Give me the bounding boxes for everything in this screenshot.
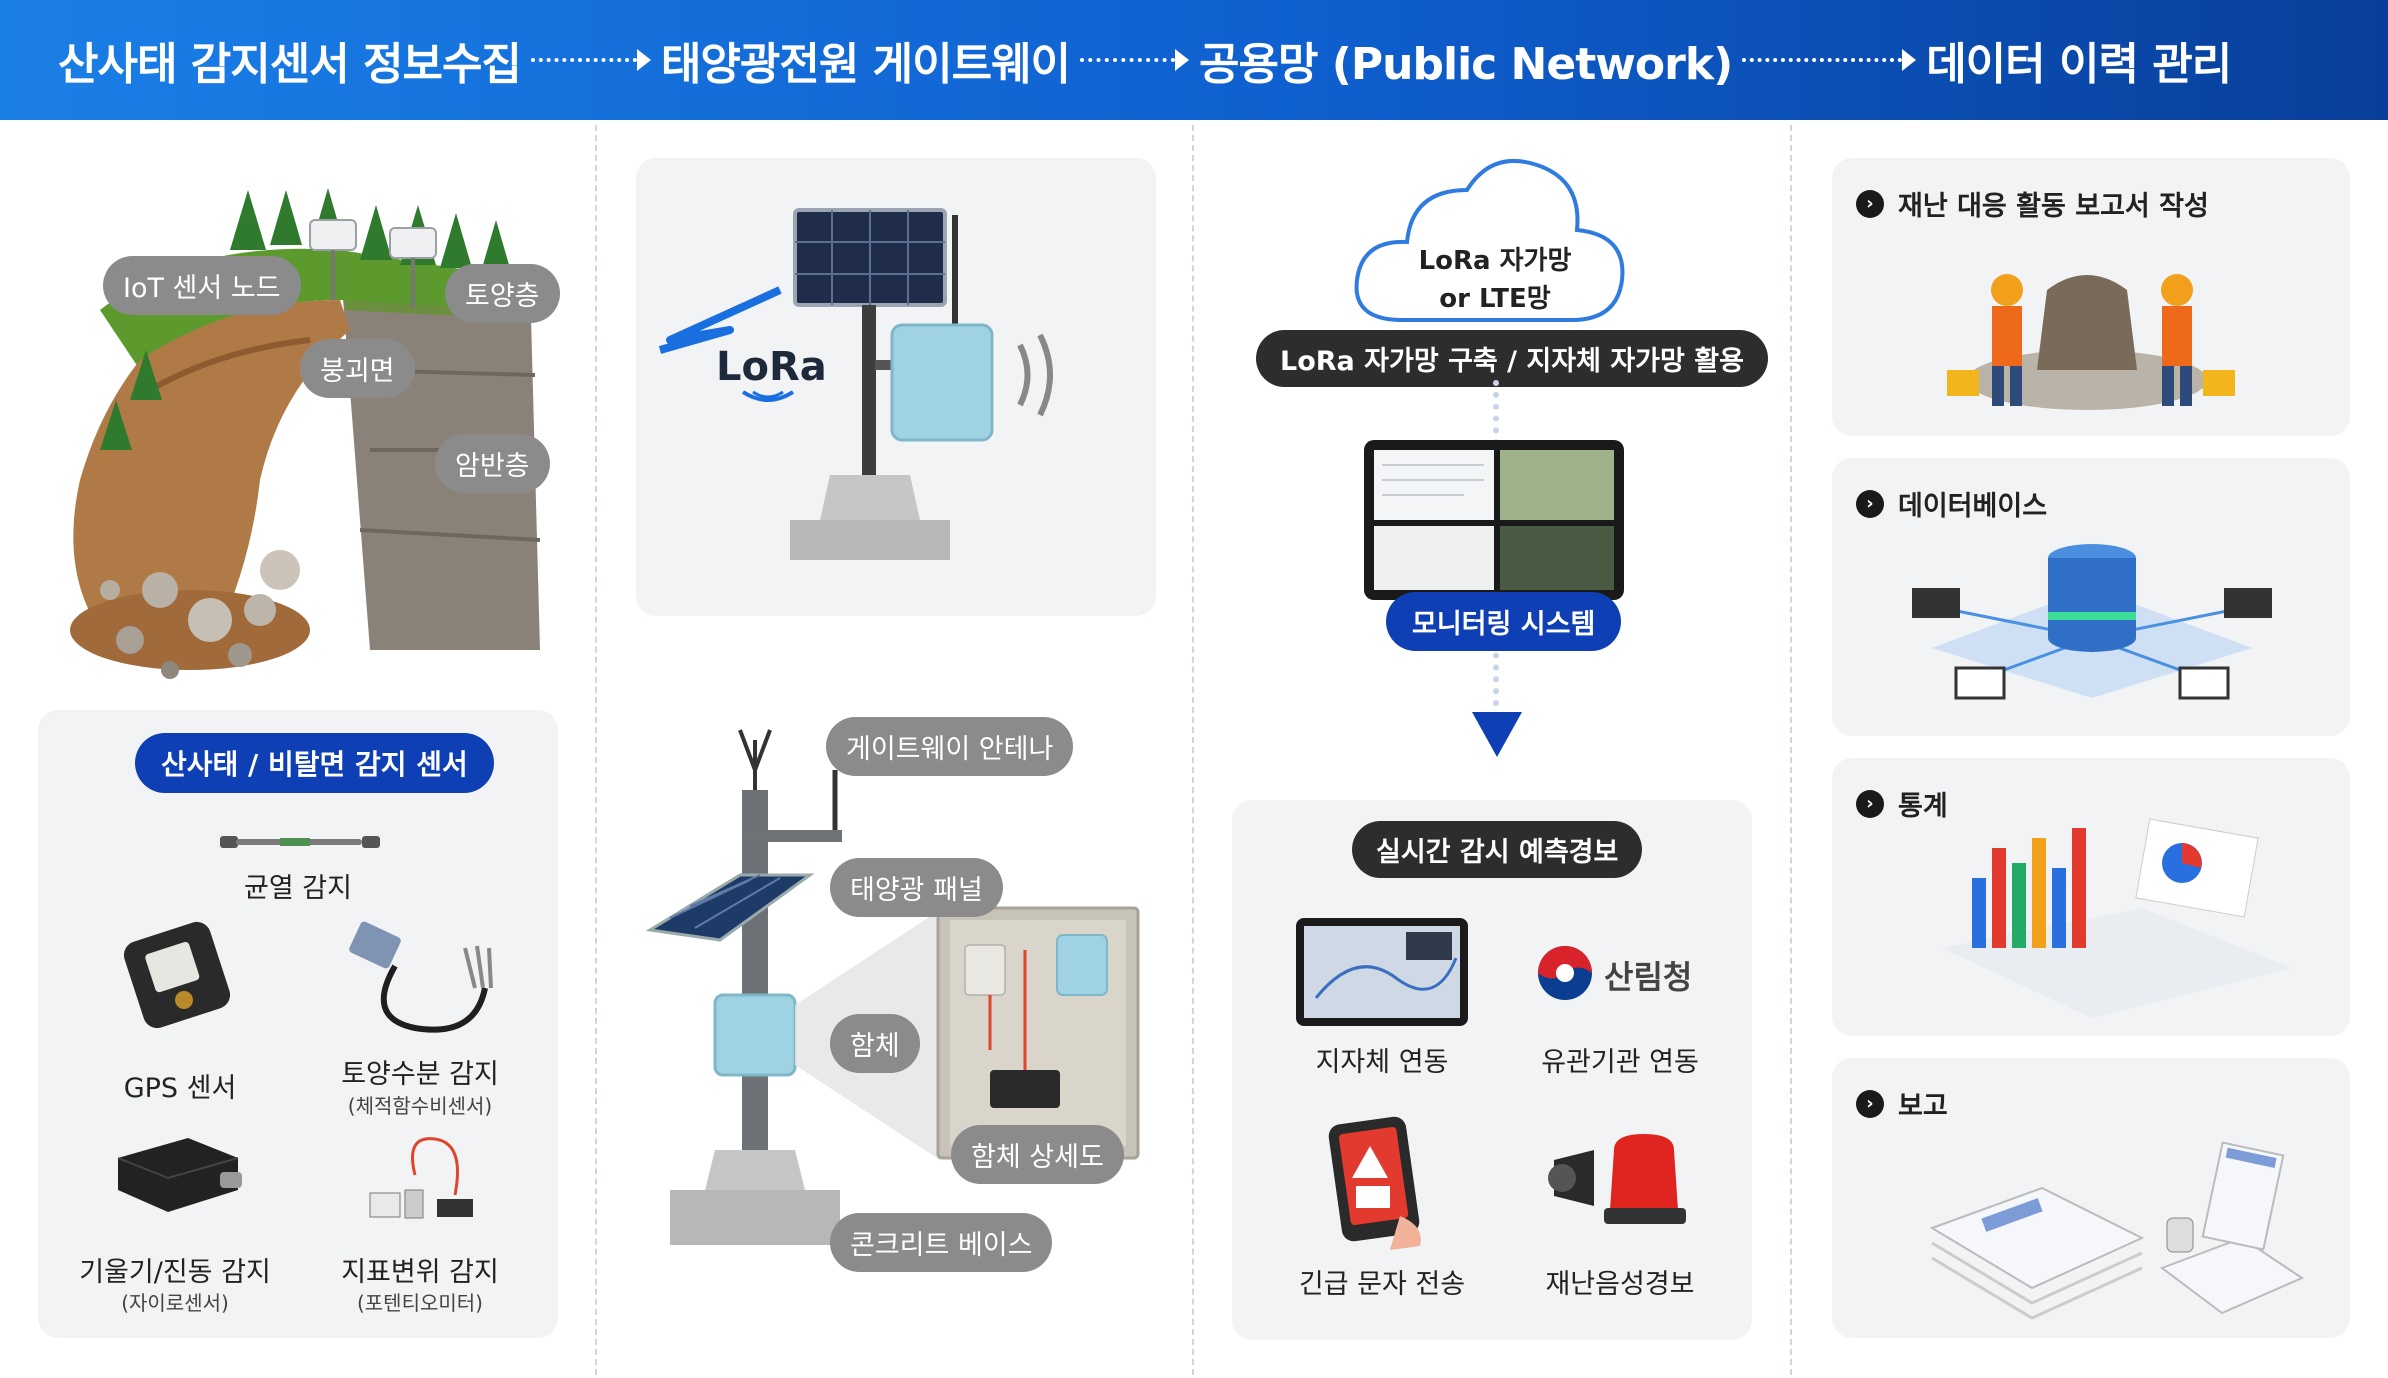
card-database: › 데이터베이스 xyxy=(1832,458,2350,736)
label-concrete-base: 콘크리트 베이스 xyxy=(830,1213,1053,1272)
monitoring-system-label: 모니터링 시스템 xyxy=(1386,592,1622,651)
chevron-right-icon: › xyxy=(1856,189,1884,218)
card-title: 재난 대응 활동 보고서 작성 xyxy=(1898,191,2209,222)
local-government-screen-icon xyxy=(1296,918,1468,1026)
chevron-right-icon: › xyxy=(1856,489,1884,518)
card-title: 통계 xyxy=(1898,791,1948,822)
label-tilt-sub: (자이로센서) xyxy=(121,1291,229,1315)
sensor-panel-title: 산사태 / 비탈면 감지 센서 xyxy=(135,733,494,793)
monitoring-screen-icon xyxy=(1364,440,1624,600)
label-soil-moisture-sensor: 토양수분 감지 xyxy=(341,1059,499,1090)
label-gps-sensor: GPS 센서 xyxy=(123,1073,237,1104)
label-enclosure-detail: 함체 상세도 xyxy=(951,1125,1124,1184)
step-solar-gateway: 태양광전원 게이트웨이 xyxy=(660,39,1071,90)
cloud-icon xyxy=(1354,158,1625,322)
korea-forest-service-emblem-icon xyxy=(1538,946,1592,1000)
label-disaster-siren: 재난음성경보 xyxy=(1545,1269,1695,1300)
gateway-pole-detail-illustration xyxy=(645,729,1140,1245)
chevron-right-icon: › xyxy=(1856,789,1884,818)
crack-gauge-icon xyxy=(220,836,380,848)
database-network-icon xyxy=(1912,544,2272,700)
card-title: 데이터베이스 xyxy=(1898,491,2048,522)
label-soil-layer: 토양층 xyxy=(445,264,560,323)
step-public-network: 공용망 (Public Network) xyxy=(1199,39,1733,90)
label-agency-integration: 유관기관 연동 xyxy=(1541,1047,1699,1078)
label-local-government: 지자체 연동 xyxy=(1315,1047,1449,1078)
landslide-slope-illustration xyxy=(70,188,541,679)
label-soil-moisture-sub: (체적함수비센서) xyxy=(347,1094,493,1118)
card-report: › 보고 xyxy=(1832,1058,2350,1338)
solar-gateway-illustration xyxy=(658,208,1053,560)
report-documents-icon xyxy=(1929,1141,2305,1320)
down-arrow-icon xyxy=(1472,712,1522,757)
statistics-charts-icon xyxy=(1942,818,2292,1018)
label-iot-sensor-node: IoT 센서 노드 xyxy=(103,256,301,315)
forest-service-logo-text: 산림청 xyxy=(1604,958,1693,996)
network-pill: LoRa 자가망 구축 / 지자체 자가망 활용 xyxy=(1256,330,1768,387)
disaster-siren-icon xyxy=(1548,1134,1686,1224)
cloud-line-1: LoRa 자가망 xyxy=(1418,246,1572,276)
chevron-right-icon: › xyxy=(1856,1089,1884,1118)
label-solar-panel: 태양광 패널 xyxy=(830,858,1003,917)
step-data-history: 데이터 이력 관리 xyxy=(1926,39,2232,90)
process-header: 산사태 감지센서 정보수집 태양광전원 게이트웨이 공용망 (Public Ne… xyxy=(0,0,2388,120)
card-title: 보고 xyxy=(1898,1091,1948,1122)
iot-sensor-node-icon xyxy=(309,219,437,308)
soil-moisture-probe-icon xyxy=(349,921,493,1033)
label-gateway-antenna: 게이트웨이 안테나 xyxy=(826,717,1074,776)
lora-wave-icon xyxy=(741,390,795,402)
displacement-sensor-icon xyxy=(369,1137,473,1219)
label-crack-sensor: 균열 감지 xyxy=(244,873,352,904)
lora-logo: LoRa xyxy=(716,344,827,390)
tilt-vibration-sensor-icon xyxy=(117,1138,242,1212)
card-statistics: › 통계 xyxy=(1832,758,2350,1036)
label-displacement-sub: (포텐티오미터) xyxy=(356,1291,483,1315)
emergency-sms-phone-icon xyxy=(1328,1116,1421,1250)
label-bedrock: 암반층 xyxy=(435,434,550,493)
cloud-line-2: or LTE망 xyxy=(1439,284,1551,314)
column-divider xyxy=(1192,125,1194,1375)
flow-arrow-icon xyxy=(530,49,651,71)
card-disaster-report: › 재난 대응 활동 보고서 작성 xyxy=(1832,158,2350,436)
workers-at-landslide-icon xyxy=(1947,274,2235,410)
label-emergency-sms: 긴급 문자 전송 xyxy=(1298,1269,1466,1300)
label-displacement-sensor: 지표변위 감지 xyxy=(341,1257,499,1288)
column-divider xyxy=(1790,125,1792,1375)
label-tilt-sensor: 기울기/진동 감지 xyxy=(79,1257,271,1288)
step-sensor-collection: 산사태 감지센서 정보수집 xyxy=(58,39,522,90)
flow-arrow-icon xyxy=(1080,49,1190,71)
gps-sensor-icon xyxy=(123,921,231,1029)
flow-arrow-icon xyxy=(1742,49,1917,71)
alert-panel xyxy=(1232,800,1752,1340)
label-enclosure: 함체 xyxy=(830,1014,920,1073)
alert-panel-title: 실시간 감시 예측경보 xyxy=(1352,821,1643,878)
sensor-panel xyxy=(38,710,558,1338)
column-divider xyxy=(595,125,597,1375)
label-failure-surface: 붕괴면 xyxy=(300,339,415,398)
